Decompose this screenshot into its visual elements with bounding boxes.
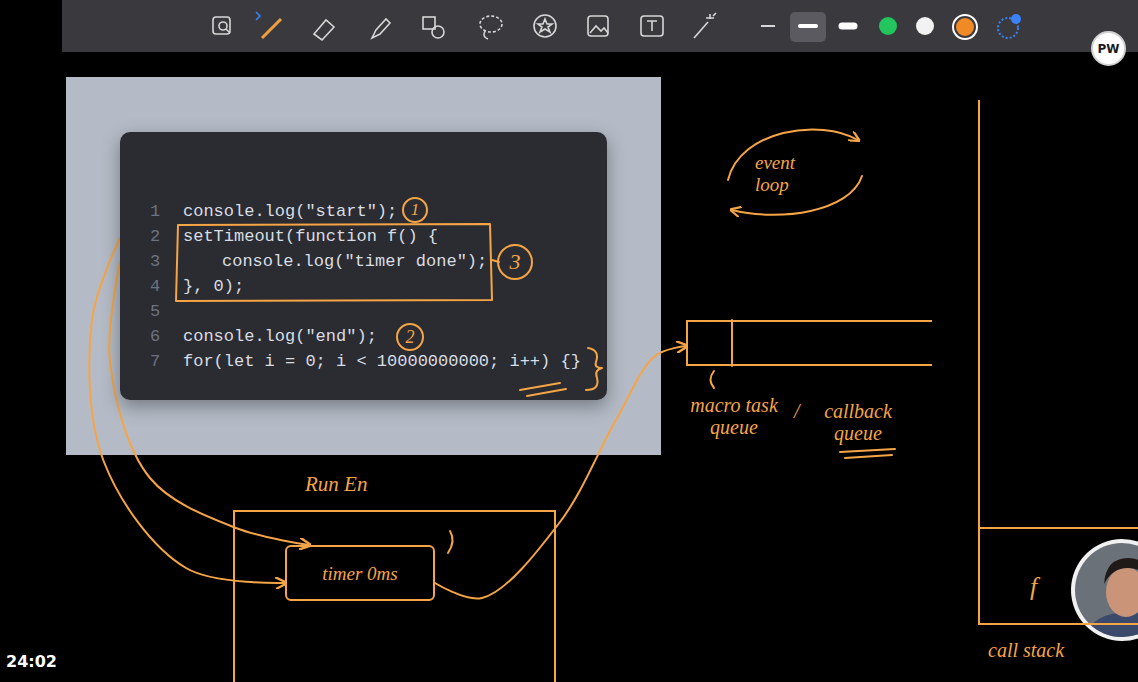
pointer-mark [711,371,715,388]
timer-box: timer 0ms [285,545,435,601]
toolbar-icon [534,15,556,37]
toolbar-icon [647,21,657,31]
highlight-box [176,224,492,301]
selected-tool [790,12,826,42]
code-editor: 1 console.log("start"); 2 setTimeout(functi… [120,132,607,400]
presenter [1088,612,1138,656]
callout-circle: 2 [396,323,424,351]
stroke-width-icon [842,23,854,30]
stroke-width-icon [800,24,816,28]
callout-number: 1 [411,200,420,220]
underline [840,449,895,458]
toolbar-icon [226,29,230,33]
code-line: console.log("start"); [183,202,397,222]
toolbar-icon [590,26,608,33]
color-swatch [879,17,897,35]
queue-label: callback queue [808,400,908,444]
code-panel [66,77,661,455]
toolbar-icon [213,12,775,40]
toolbar-icon [219,22,227,30]
line-number: 6 [150,327,160,347]
callout-circle: 3 [497,244,533,280]
ink-annotation [176,224,602,396]
logo-text: PW [1097,42,1119,56]
line-number: 5 [150,302,160,322]
toolbar-bar [62,0,1138,52]
brace [586,348,602,390]
toolbar-icon [480,16,502,32]
timestamp: 24:02 [6,652,57,671]
pointer-mark [448,531,453,553]
queue-label: macro task queue [678,394,790,438]
toolbar-icon [432,26,444,38]
frame-label: f [1030,571,1060,602]
line-number: 1 [150,202,160,222]
presenter-video [1070,538,1138,656]
toolbar [62,0,1138,52]
toolbar-icon [262,19,281,38]
loop-label: event loop [755,152,825,196]
code-line: }, 0); [183,277,244,297]
callout-number: 2 [406,326,415,348]
toolbar-icon [761,25,775,27]
call-stack: call stackf [978,100,1138,625]
code-line: console.log("timer done"); [222,252,487,272]
color-swatch [956,18,974,36]
presenter [1104,558,1138,584]
toolbar-icon [588,16,608,36]
toolbar-icon [706,13,716,19]
stack-frame: f [980,527,1138,625]
line-number: 7 [150,352,160,372]
toolbar-icon [484,31,488,39]
line-number: 3 [150,252,160,272]
logo-badge: PW [1091,31,1126,66]
line-number: 4 [150,277,160,297]
code-line: console.log("end"); [183,327,377,347]
separator-text: / [794,400,808,422]
stack-label: call stack [988,638,1108,662]
code-line: for(let i = 0; i < 10000000000; i++) {} [183,352,581,372]
toolbar-icon [641,16,663,36]
presenter [1070,538,1138,656]
runtime-box: Run Entimer 0ms [233,510,556,682]
toolbar-icon [694,22,708,38]
line-number: 2 [150,227,160,247]
toolbar-icon [256,12,260,20]
underline [520,383,566,396]
color-swatch [916,17,934,35]
queue-cell [731,320,733,366]
loop-arrow [732,176,862,215]
queue-box: macro task queue/callback queue [686,320,932,366]
add-color-icon [1011,14,1021,24]
toolbar-icon [314,20,334,40]
toolbar-icon [538,19,552,32]
callout-number: 3 [510,249,521,275]
code-line: setTimeout(function f() { [183,227,438,247]
callout-circle: 1 [402,197,428,223]
box-heading: Run En [305,472,435,497]
color-ring [953,15,977,39]
timer-label: timer 0ms [322,562,397,585]
toolbar-icon [213,17,230,34]
toolbar-icon [372,19,390,38]
